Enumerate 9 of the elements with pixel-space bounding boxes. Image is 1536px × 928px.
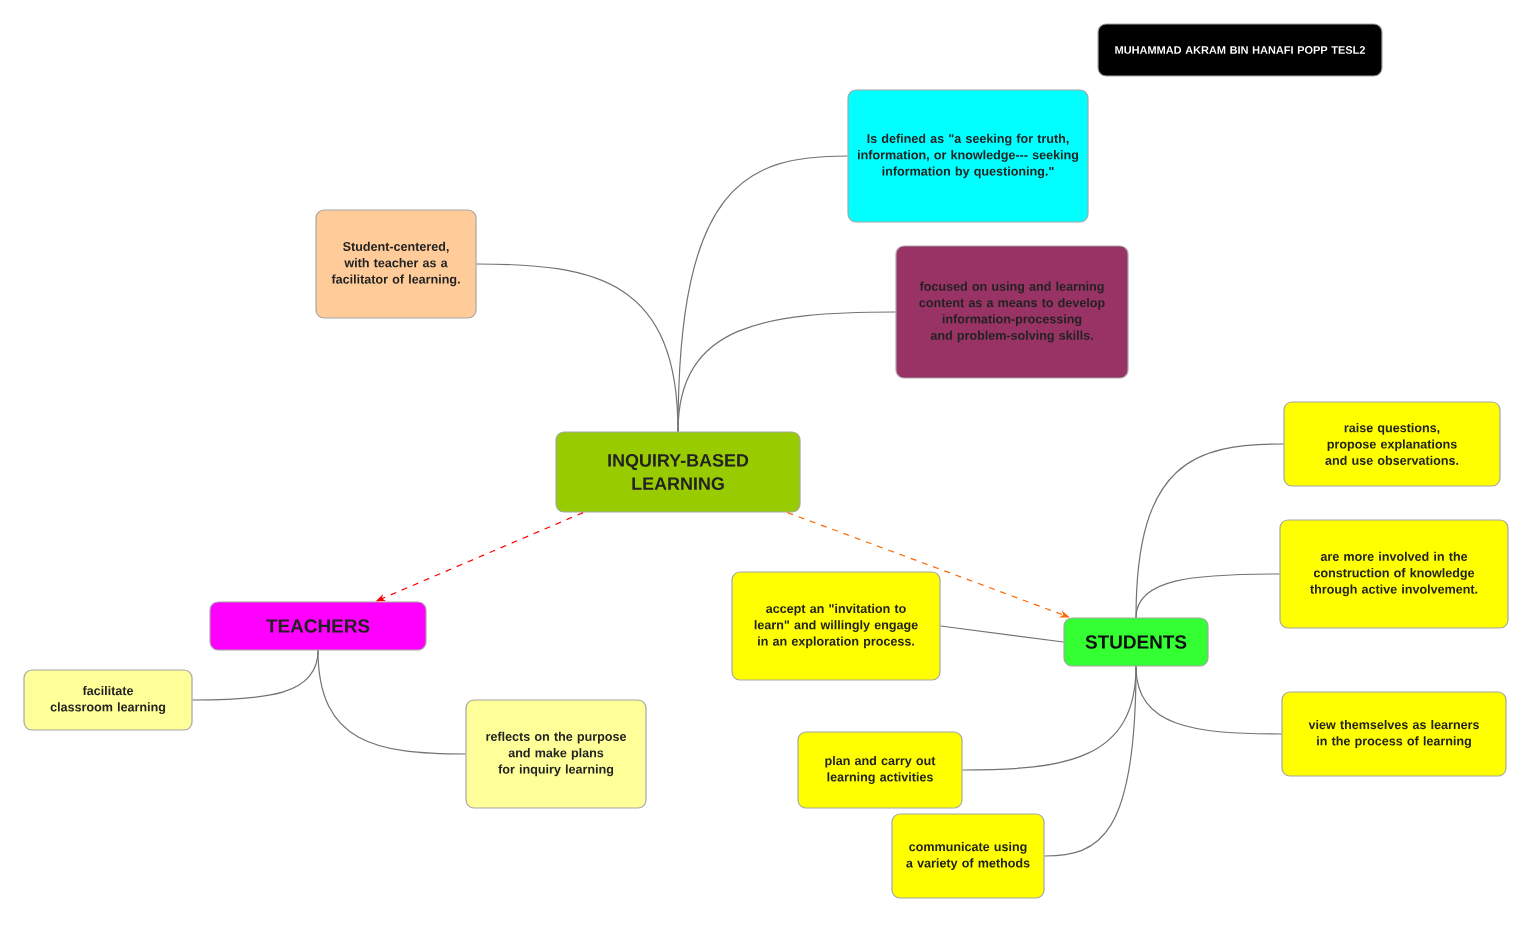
connector-line bbox=[1135, 573, 1280, 618]
connector-line bbox=[1135, 443, 1284, 618]
connector-line bbox=[1044, 666, 1137, 857]
connector-line bbox=[317, 650, 466, 755]
main-topic-box: TEACHERS bbox=[209, 601, 427, 651]
connector-line bbox=[940, 625, 1064, 643]
connector-line bbox=[677, 311, 896, 432]
central-topic-box: INQUIRY-BASED LEARNING bbox=[555, 431, 801, 513]
main-topic-box: STUDENTS bbox=[1063, 617, 1209, 667]
